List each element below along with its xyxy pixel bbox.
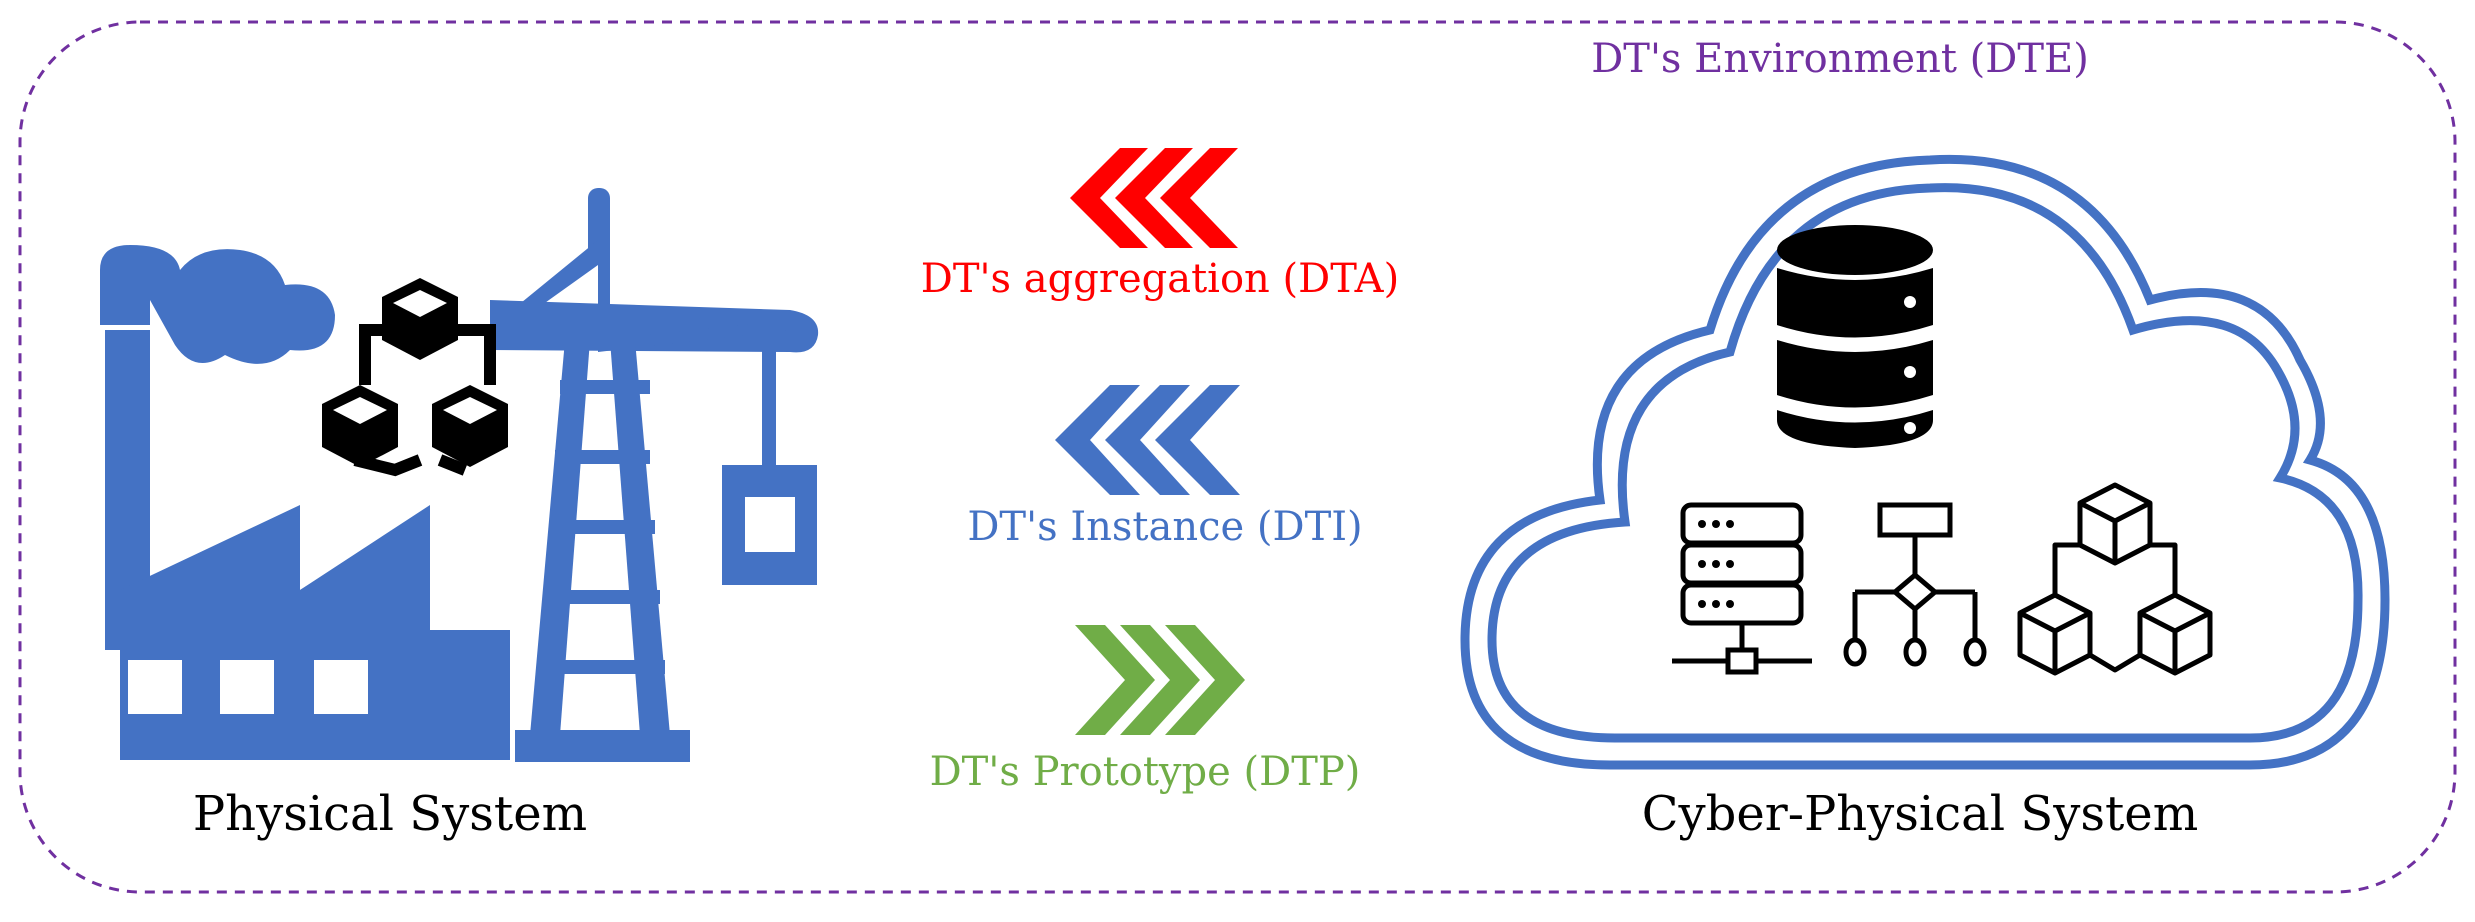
cloud-icon	[1460, 154, 2390, 770]
environment-label: DT's Environment (DTE)	[1591, 36, 2089, 82]
left-chevrons-icon	[1070, 148, 1238, 248]
flow-aggregation-label: DT's aggregation (DTA)	[921, 256, 1399, 302]
blocks-network-icon	[322, 278, 508, 477]
factory-icon	[100, 245, 510, 760]
cubes-icon	[2017, 482, 2213, 676]
flow-prototype-label: DT's Prototype (DTP)	[930, 749, 1361, 795]
flow-instance: DT's Instance (DTI)	[967, 385, 1363, 550]
cyber-physical-system-label: Cyber-Physical System	[1642, 786, 2198, 842]
flowchart-icon	[1843, 502, 1987, 667]
crane-icon	[490, 188, 819, 762]
flow-instance-label: DT's Instance (DTI)	[967, 504, 1362, 550]
right-chevrons-icon	[1075, 625, 1245, 735]
flow-prototype: DT's Prototype (DTP)	[930, 625, 1361, 795]
flow-aggregation: DT's aggregation (DTA)	[921, 148, 1399, 302]
physical-system-label: Physical System	[193, 786, 587, 842]
left-chevrons-icon	[1055, 385, 1240, 495]
server-rack-icon	[1672, 502, 1812, 675]
database-icon	[1777, 225, 1933, 448]
